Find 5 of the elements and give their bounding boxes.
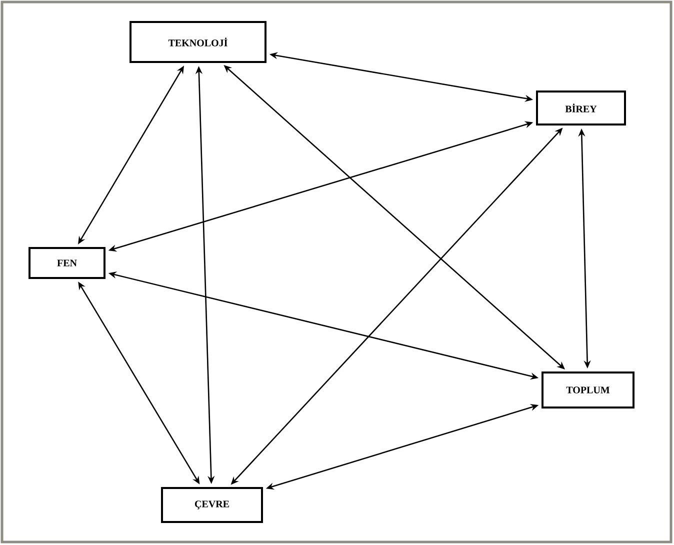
concept-box: TEKNOLOJİ: [130, 21, 266, 63]
concept-box: FEN: [28, 247, 106, 279]
concept-box: TOPLUM: [542, 372, 634, 408]
concept-box: BİREY: [536, 90, 626, 126]
concept-box: ÇEVRE: [161, 487, 263, 523]
